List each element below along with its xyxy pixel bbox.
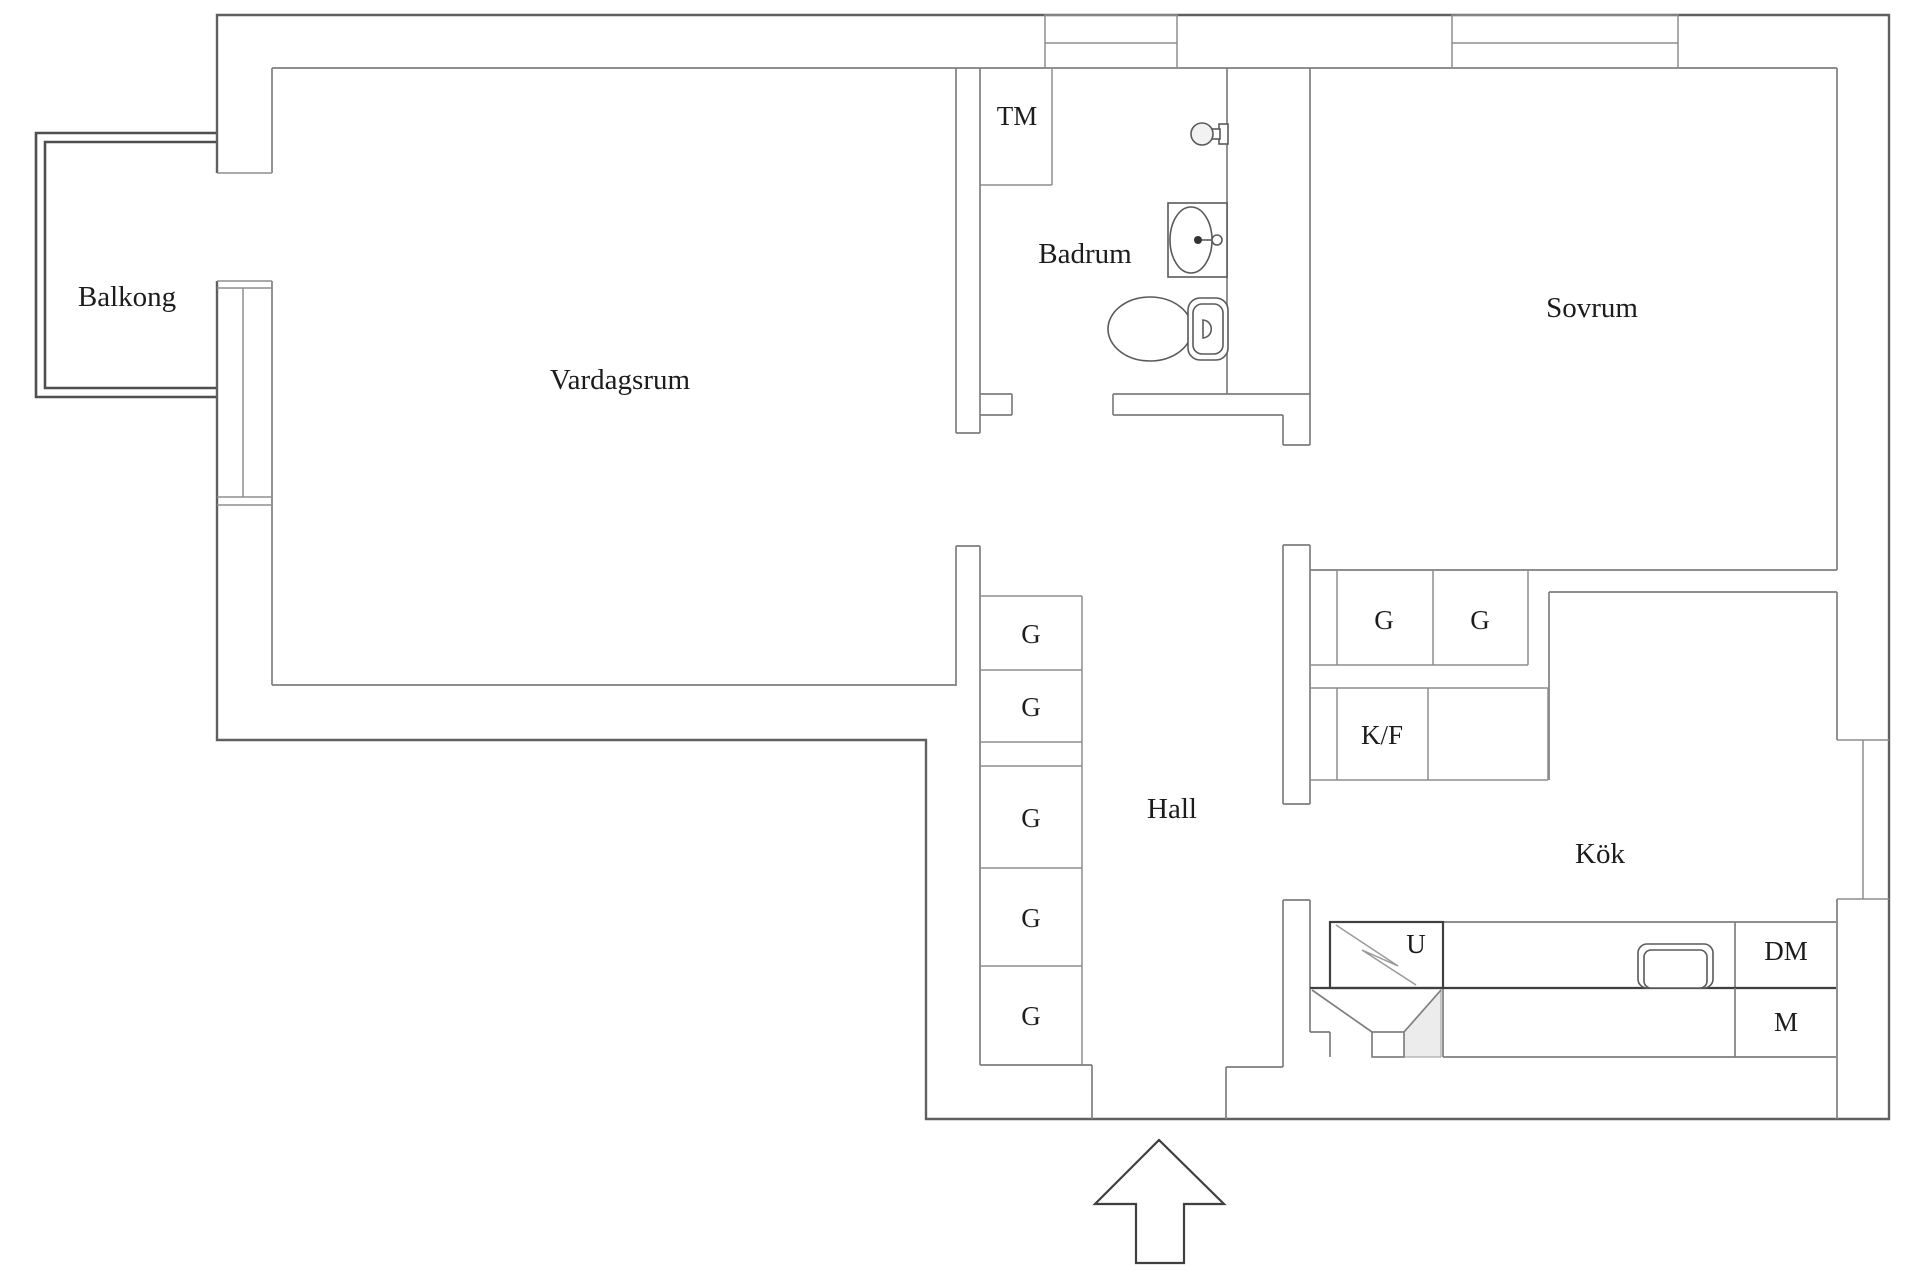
counter-top-edge <box>1443 921 1836 988</box>
dishwasher-label: DM <box>1764 936 1808 966</box>
fridge-freezer-boxes <box>1310 687 1549 781</box>
oven-box <box>1328 920 1445 990</box>
kitchen-wardrobe-1-label: G <box>1374 605 1394 635</box>
entrance-right-jamb <box>1225 1066 1283 1119</box>
corner-cabinet-shade <box>1403 988 1442 1058</box>
microwave-label: M <box>1774 1007 1798 1037</box>
hall-wardrobe-2-label: G <box>1021 692 1041 722</box>
corner-cabinet-step <box>1310 1031 1331 1057</box>
hall-wardrobe-boxes <box>980 595 1083 1065</box>
balcony-railing <box>34 131 216 399</box>
bathroom-south-wall-with-door <box>980 393 1310 416</box>
fridge-freezer-label: K/F <box>1361 720 1403 750</box>
entrance-arrow-icon <box>1092 1138 1227 1265</box>
bedroom-label: Sovrum <box>1546 292 1638 324</box>
hall-wardrobe-5-label: G <box>1021 1001 1041 1031</box>
kitchen-label: Kök <box>1575 838 1625 870</box>
oven-label: U <box>1406 929 1426 959</box>
living-room-east-wall <box>955 68 980 686</box>
counter-lower-row <box>1442 988 1836 1058</box>
washing-machine-label: TM <box>997 101 1038 131</box>
shaft-top-2 <box>1451 14 1679 69</box>
fixture-labels: TM G G G G G G G K/F U DM M <box>997 101 1808 1037</box>
kitchen-north-wall <box>1548 591 1837 780</box>
outer-wall-outline <box>215 13 1891 1121</box>
balcony-label: Balkong <box>78 281 176 313</box>
oven-zigzag-icon <box>1335 924 1417 986</box>
hall-wardrobe-4-label: G <box>1021 903 1041 933</box>
interior-walls <box>217 14 1889 1119</box>
living-room-label: Vardagsrum <box>550 364 691 396</box>
kitchen-sink-icon <box>1637 943 1714 989</box>
entrance-left-jamb <box>980 1064 1093 1119</box>
bathroom-label: Badrum <box>1038 238 1132 270</box>
door-jamb-caps <box>1283 444 1310 901</box>
living-room-window <box>217 172 272 506</box>
kitchen-window <box>1837 739 1889 900</box>
corner-cabinet-diagonals <box>1311 989 1442 1033</box>
hall-wardrobe-1-label: G <box>1021 619 1041 649</box>
room-labels: Balkong Vardagsrum Badrum Sovrum Hall Kö… <box>78 238 1639 870</box>
outer-walls <box>215 13 1891 1121</box>
corner-cabinet-notch <box>1371 1031 1405 1058</box>
hall-wardrobe-3-label: G <box>1021 803 1041 833</box>
bathroom-sink-icon <box>1167 202 1228 278</box>
shaft-top-1 <box>1044 14 1178 69</box>
toilet-icon <box>1107 296 1229 362</box>
kitchen-wardrobe-2-label: G <box>1470 605 1490 635</box>
shower-head-icon <box>1190 122 1229 146</box>
hall-label: Hall <box>1147 793 1197 825</box>
kitchen-wardrobe-boxes <box>1310 570 1529 666</box>
washer-closet-box <box>980 68 1053 186</box>
